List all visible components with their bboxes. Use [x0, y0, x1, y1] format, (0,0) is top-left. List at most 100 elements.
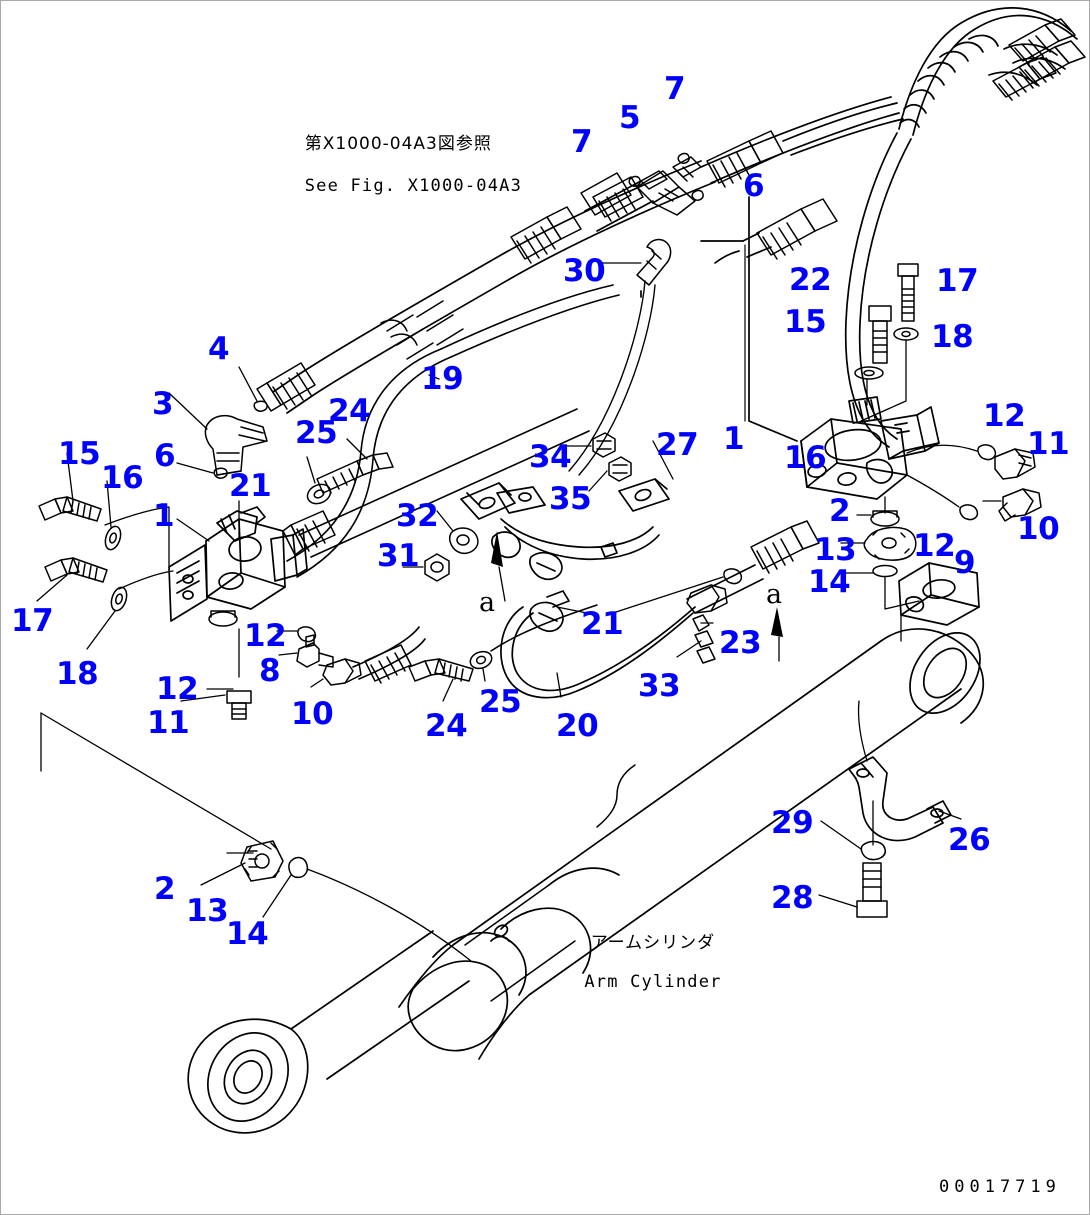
arm-cylinder-label-jp: アームシリンダ [590, 933, 716, 953]
callout-12: 12 [244, 618, 287, 654]
callout-18: 18 [56, 656, 99, 692]
callout-16: 16 [101, 460, 144, 496]
callout-13: 13 [814, 532, 857, 568]
bolt-11-left [226, 690, 252, 720]
washer-25-upper [306, 483, 332, 505]
callout-4: 4 [208, 331, 230, 367]
callout-16: 16 [784, 440, 827, 476]
callout-15: 15 [784, 304, 827, 340]
callout-5: 5 [619, 100, 641, 136]
seal-4 [253, 400, 268, 412]
callout-29: 29 [771, 805, 814, 841]
callout-33: 33 [638, 668, 681, 704]
see-fig-note: 第X1000-04A3図参照 See Fig. X1000-04A3 [259, 113, 522, 218]
gasket-13-bottom [240, 840, 284, 882]
callout-14: 14 [226, 916, 269, 952]
seal-6-left [213, 467, 228, 479]
arm-cylinder-label-en: Arm Cylinder [584, 972, 722, 992]
nut-31 [424, 553, 450, 582]
tee-fitting-5 [636, 156, 702, 216]
bracket-assembly-mid [460, 478, 670, 581]
callout-10: 10 [291, 696, 334, 732]
nut-27-leader [652, 440, 674, 480]
drawing-number: 00017719 [939, 1177, 1061, 1197]
callout-10: 10 [1017, 511, 1060, 547]
bolt-24-lower [408, 658, 474, 682]
callout-7: 7 [571, 124, 593, 160]
callout-3: 3 [152, 386, 174, 422]
bolt-28 [856, 862, 888, 918]
callout-35: 35 [549, 481, 592, 517]
fitting-23 [686, 584, 728, 664]
callout-23: 23 [719, 625, 762, 661]
callout-6: 6 [154, 438, 176, 474]
callout-21: 21 [229, 468, 272, 504]
fitting-10-left [322, 658, 362, 686]
callout-11: 11 [147, 705, 190, 741]
nut-34 [592, 432, 616, 458]
washer-29 [860, 840, 886, 861]
callout-13: 13 [186, 893, 229, 929]
bolt-17-right [897, 263, 919, 322]
callout-34: 34 [529, 439, 572, 475]
washer-12-right-lower [959, 504, 979, 521]
callout-25: 25 [479, 684, 522, 720]
callout-22: 22 [789, 262, 832, 298]
bolt-15-right [868, 305, 892, 364]
elbow-3 [204, 414, 268, 476]
callout-8: 8 [259, 653, 281, 689]
pipe-22 [756, 198, 838, 260]
washer-25-lower [469, 650, 493, 670]
arrow-a-left [491, 531, 503, 567]
gasket-13-right [863, 526, 917, 561]
washer-32 [449, 527, 479, 555]
callout-30: 30 [563, 253, 606, 289]
callout-24: 24 [425, 708, 468, 744]
washer-12-left [208, 610, 238, 627]
seal-12-left-b [297, 626, 317, 643]
arrow-a-right [771, 607, 783, 637]
see-fig-note-en: See Fig. X1000-04A3 [304, 176, 523, 196]
oring-14-bottom [288, 856, 309, 879]
callout-14: 14 [808, 564, 851, 600]
callout-6: 6 [743, 168, 765, 204]
callout-26: 26 [948, 822, 991, 858]
washer-16-left [104, 525, 122, 551]
fitting-10-right [998, 488, 1042, 522]
control-valve-left [168, 506, 308, 622]
hose-20 [500, 590, 696, 699]
callout-12: 12 [913, 528, 956, 564]
callout-9: 9 [954, 545, 976, 581]
bolt-17-left [44, 557, 108, 583]
washer-16-right [854, 366, 884, 380]
callout-12: 12 [156, 671, 199, 707]
washer-12-right [977, 444, 997, 461]
callout-2: 2 [154, 871, 176, 907]
pipe-19 [282, 408, 590, 558]
callout-12: 12 [983, 398, 1026, 434]
callout-18: 18 [931, 319, 974, 355]
arm-cylinder [187, 628, 985, 1134]
arm-cylinder-label: アームシリンダ Arm Cylinder [564, 909, 722, 1011]
callout-17: 17 [11, 603, 54, 639]
see-fig-note-jp: 第X1000-04A3図参照 [304, 134, 492, 154]
callout-17: 17 [936, 263, 979, 299]
callout-31: 31 [377, 538, 420, 574]
callout-15: 15 [58, 436, 101, 472]
callout-2: 2 [829, 493, 851, 529]
callout-32: 32 [396, 498, 439, 534]
seal-parts [628, 152, 704, 201]
elbow-11 [994, 448, 1036, 480]
callout-11: 11 [1027, 426, 1070, 462]
clamp-26 [848, 756, 952, 842]
callout-27: 27 [656, 427, 699, 463]
callout-19: 19 [421, 361, 464, 397]
reference-mark-a-right: a [766, 579, 783, 610]
callout-20: 20 [556, 708, 599, 744]
hose-bundle-top-right [898, 7, 1086, 136]
washer-18-right [893, 327, 919, 341]
hose-upper-diagonal [256, 160, 716, 414]
nut-35 [608, 456, 632, 482]
callout-1: 1 [153, 498, 175, 534]
